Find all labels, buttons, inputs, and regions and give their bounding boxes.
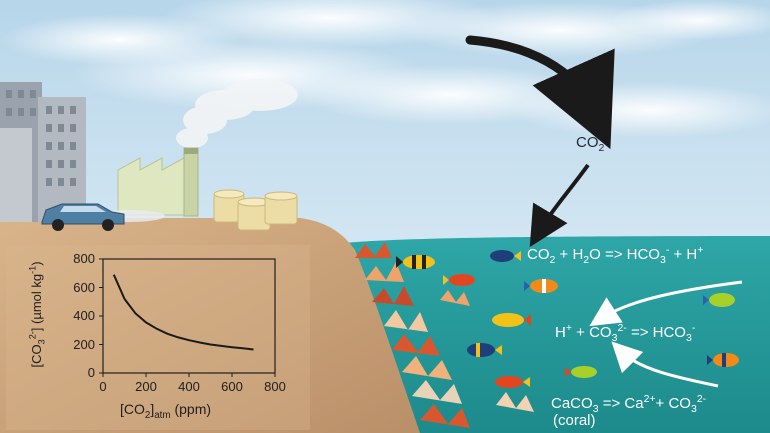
h-plus-arrow [589, 280, 743, 327]
y-tick-label: 0 [87, 365, 95, 380]
car [41, 203, 165, 231]
smoke-plume [176, 79, 298, 148]
x-tick-label: 400 [178, 379, 200, 394]
carbonate-vs-co2-chart: 0 200 400 600 800 0 200 400 600 800 [CO32-] (µmol… [8, 245, 308, 425]
x-tick-label: 800 [264, 379, 286, 394]
equation-carbonate-consumption: H+ + CO32- => HCO3- [555, 322, 696, 344]
x-tick-label: 0 [99, 379, 107, 394]
storage-tanks [213, 189, 298, 231]
chart-y-axis-label: [CO32-] (µmol kg-1) [27, 261, 47, 368]
co2-into-ocean-arrow [529, 163, 590, 248]
y-tick-label: 200 [73, 336, 95, 352]
x-tick-label: 200 [135, 379, 157, 394]
ocean [345, 236, 770, 433]
factory [117, 147, 199, 217]
equation-co2-dissolution: CO2 + H2O => HCO3- + H+ [527, 244, 704, 266]
y-tick-label: 400 [73, 308, 95, 323]
co2-to-atmosphere-arrow [465, 35, 615, 150]
equation-coral-dissolution: CaCO3 => Ca2++ CO32- [551, 393, 707, 415]
carbonate-from-coral-arrow [611, 341, 719, 388]
city-buildings [0, 82, 86, 222]
carbonate-curve [112, 274, 254, 351]
fish-school [396, 250, 739, 388]
chart-plot [99, 258, 276, 377]
coral-reef [355, 242, 534, 428]
chart-panel-bg [6, 245, 310, 430]
y-tick-label: 800 [73, 251, 95, 266]
y-tick-label: 600 [73, 279, 95, 295]
coral-note: (coral) [553, 412, 596, 429]
land [0, 218, 420, 433]
plot-frame [102, 258, 276, 374]
x-tick-label: 600 [221, 379, 243, 394]
atmospheric-co2-label: CO2 [576, 134, 605, 154]
chart-x-axis-label: [CO2]atm (ppm) [120, 401, 212, 421]
